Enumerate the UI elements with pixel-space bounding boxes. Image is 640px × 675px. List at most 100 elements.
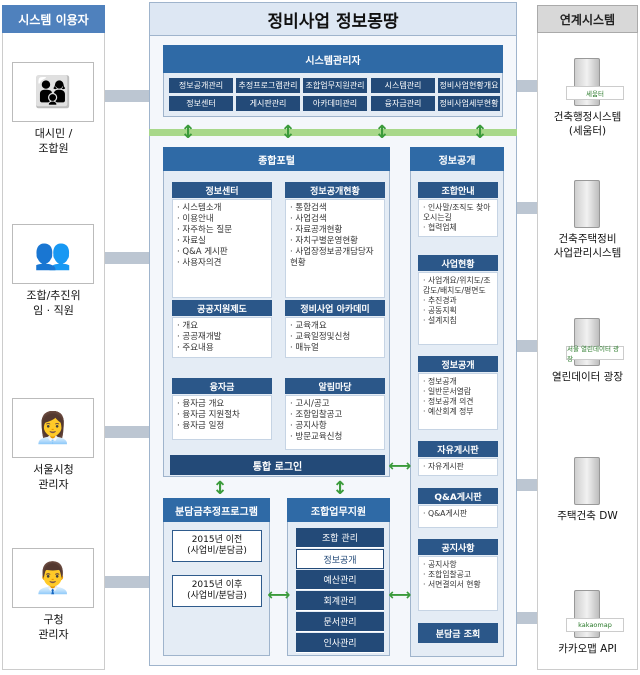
portal-box-1-item[interactable]: 자치구별운영현황: [290, 236, 380, 247]
sysadmin-item-4[interactable]: 정비사업현황개요: [438, 78, 500, 93]
portal-box-4-list: 융자금 개요융자금 지원절차융자금 일정: [172, 395, 272, 440]
portal-box-0-item[interactable]: 사용자의견: [177, 258, 267, 269]
portal-box-5-title: 알림마당: [285, 378, 385, 394]
server-2-label: 열린데이터 광장: [552, 371, 623, 383]
estimate-union-arrow: ⟷: [267, 584, 291, 604]
server-0-link: [517, 80, 537, 92]
portal-box-0-item[interactable]: 자료실: [177, 236, 267, 247]
disclosure-box-1-item[interactable]: 설계지침: [423, 316, 493, 326]
portal-box-3-item[interactable]: 교육개요: [290, 321, 380, 332]
disclosure-box-1-item[interactable]: 사업개요/위치도/조감도/배치도/평면도: [423, 276, 493, 296]
disclosure-box-2-item[interactable]: 일반문서열람: [423, 387, 493, 397]
disclosure-box-5-item[interactable]: 조합입찰공고: [423, 570, 493, 580]
portal-box-3-list: 교육개요교육일정및신청매뉴얼: [285, 317, 385, 358]
portal-box-0-item[interactable]: Q&A 게시판: [177, 247, 267, 258]
disclosure-box-4-item[interactable]: Q&A게시판: [423, 509, 493, 519]
server-2-link: [517, 340, 537, 352]
portal-box-0-list: 시스템소개이용안내자주하는 질문자료실Q&A 게시판사용자의견: [172, 199, 272, 298]
vertical-arrow-0: ↕: [180, 121, 196, 143]
portal-box-5-item[interactable]: 조합입찰공고: [290, 410, 380, 421]
portal-box-5-item[interactable]: 방문교육신청: [290, 432, 380, 443]
city-admin-icon: 👩‍💼: [34, 410, 72, 446]
sysadmin-item-9[interactable]: 정비사업세부현황: [438, 96, 500, 111]
portal-box-4-item[interactable]: 융자금 지원절차: [177, 410, 267, 421]
estimate-item-1[interactable]: 2015년 이후 (사업비/분담금): [172, 575, 262, 607]
sysadmin-item-8[interactable]: 융자금관리: [371, 96, 435, 111]
portal-box-4-item[interactable]: 융자금 개요: [177, 399, 267, 410]
portal-box-3-title: 정비사업 아카데미: [285, 300, 385, 316]
server-0-label: 건축행정시스템 (세움터): [553, 111, 622, 137]
server-1-link: [517, 202, 537, 214]
server-0-logo: 세움터: [566, 86, 624, 100]
portal-box-1-item[interactable]: 통합검색: [290, 203, 380, 214]
login-estimate-arrow: ↕: [212, 477, 228, 499]
disclosure-box-3-title: 자유게시판: [418, 441, 498, 457]
disclosure-box-5-item[interactable]: 공지사항: [423, 560, 493, 570]
server-3-icon: [574, 457, 600, 505]
user-1-card: 👥: [12, 224, 94, 284]
disclosure-box-3-list: 자유게시판: [418, 458, 498, 476]
union-item-3[interactable]: 회계관리: [296, 591, 384, 611]
disclosure-box-3-item[interactable]: 자유게시판: [423, 462, 493, 472]
portal-box-1-title: 정보공개현황: [285, 182, 385, 198]
sysadmin-item-2[interactable]: 조합업무지원관리: [303, 78, 367, 93]
disclosure-box-0-item[interactable]: 인사말/조직도 찾아오시는길: [423, 203, 493, 223]
portal-box-5-item[interactable]: 공지사항: [290, 421, 380, 432]
portal-box-0-item[interactable]: 시스템소개: [177, 203, 267, 214]
union-disclosure-arrow: ⟷: [388, 584, 412, 604]
integrated-login-button[interactable]: 통합 로그인: [170, 455, 385, 475]
share-query-button[interactable]: 분담금 조회: [418, 623, 498, 643]
union-item-0[interactable]: 조합 관리: [296, 528, 384, 548]
portal-box-0-title: 정보센터: [172, 182, 272, 198]
disclosure-box-2-item[interactable]: 정보공개: [423, 377, 493, 387]
sysadmin-item-6[interactable]: 게시판관리: [236, 96, 300, 111]
portal-box-3-item[interactable]: 매뉴얼: [290, 343, 380, 354]
user-1-link: [105, 252, 149, 264]
user-3-card: 👨‍💼: [12, 548, 94, 608]
server-1-icon: [574, 180, 600, 228]
portal-box-1-item[interactable]: 자료공개현황: [290, 225, 380, 236]
portal-box-2-item[interactable]: 개요: [177, 321, 267, 332]
disclosure-box-4-title: Q&A게시판: [418, 488, 498, 504]
server-4-logo: kakaomap: [566, 618, 624, 632]
portal-box-2-list: 개요공공재개발주요내용: [172, 317, 272, 358]
portal-box-4-item[interactable]: 융자금 일정: [177, 421, 267, 432]
portal-box-3-item[interactable]: 교육일정및신청: [290, 332, 380, 343]
sysadmin-item-7[interactable]: 아카데미관리: [303, 96, 367, 111]
union-item-5[interactable]: 인사관리: [296, 633, 384, 653]
sysadmin-item-0[interactable]: 정보공개관리: [169, 78, 233, 93]
union-item-1[interactable]: 정보공개: [296, 549, 384, 569]
disclosure-box-1-item[interactable]: 추진경과: [423, 296, 493, 306]
union-item-2[interactable]: 예산관리: [296, 570, 384, 590]
server-4-label: 카카오맵 API: [558, 643, 617, 655]
portal-box-5-item[interactable]: 고시/공고: [290, 399, 380, 410]
union-item-4[interactable]: 문서관리: [296, 612, 384, 632]
union-title: 조합업무지원: [287, 498, 390, 522]
estimate-title: 분담금추정프로그램: [163, 498, 270, 522]
sysadmin-item-1[interactable]: 추정프로그램관리: [236, 78, 300, 93]
meeting-icon: 👥: [34, 236, 72, 272]
portal-box-1-item[interactable]: 사업검색: [290, 214, 380, 225]
disclosure-box-2-item[interactable]: 예산회계 정부: [423, 407, 493, 417]
sysadmin-item-3[interactable]: 시스템관리: [371, 78, 435, 93]
disclosure-box-4-list: Q&A게시판: [418, 505, 498, 528]
estimate-item-0[interactable]: 2015년 이전 (사업비/분담금): [172, 530, 262, 562]
disclosure-box-1-list: 사업개요/위치도/조감도/배치도/평면도추진경과공동지획설계지침: [418, 272, 498, 345]
user-1-label: 조합/추진위 임 · 직원: [26, 289, 81, 317]
portal-box-2-item[interactable]: 공공재개발: [177, 332, 267, 343]
user-3-label: 구청 관리자: [38, 613, 69, 641]
portal-box-2-item[interactable]: 주요내용: [177, 343, 267, 354]
user-0-card: 👨‍👩‍👦: [12, 62, 94, 122]
left-header: 시스템 이용자: [2, 5, 105, 33]
connector-bar: [149, 129, 517, 136]
portal-box-2-title: 공공지원제도: [172, 300, 272, 316]
portal-box-0-item[interactable]: 자주하는 질문: [177, 225, 267, 236]
disclosure-box-0-item[interactable]: 협력업체: [423, 223, 493, 233]
disclosure-box-2-item[interactable]: 정보공개 의견: [423, 397, 493, 407]
disclosure-box-1-item[interactable]: 공동지획: [423, 306, 493, 316]
sysadmin-item-5[interactable]: 정보센터: [169, 96, 233, 111]
disclosure-box-2-title: 정보공개: [418, 356, 498, 372]
portal-box-0-item[interactable]: 이용안내: [177, 214, 267, 225]
portal-box-1-item[interactable]: 사업장정보공개담당자현황: [290, 247, 380, 269]
disclosure-box-5-item[interactable]: 서면결의서 현황: [423, 580, 493, 590]
